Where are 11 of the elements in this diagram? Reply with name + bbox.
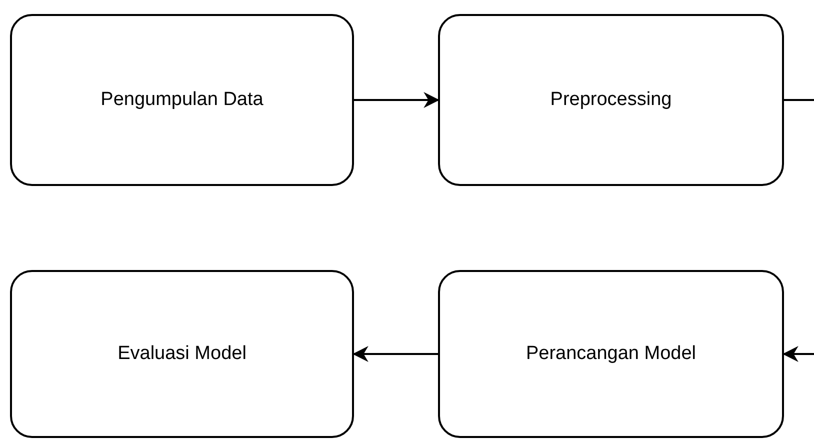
process-box xyxy=(438,270,784,438)
step-label: Perancangan Model xyxy=(526,343,696,365)
process-box xyxy=(10,14,354,186)
step-label: Pengumpulan Data xyxy=(100,89,264,111)
step-label: Preprocessing xyxy=(550,89,672,111)
arrow xyxy=(782,99,814,362)
process-box xyxy=(438,14,784,186)
arrow xyxy=(352,346,438,362)
step-label: Evaluasi Model xyxy=(118,343,246,365)
process-box xyxy=(10,270,354,438)
arrow xyxy=(354,92,440,108)
